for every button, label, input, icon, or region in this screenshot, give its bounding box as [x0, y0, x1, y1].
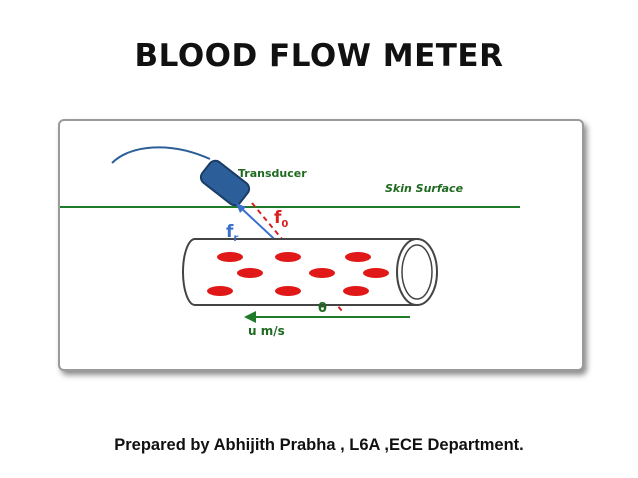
blood-cell [275, 286, 301, 296]
blood-cell [345, 252, 371, 262]
blood-cells [207, 252, 389, 296]
flow-arrowhead [244, 311, 256, 323]
skin-surface-label: Skin Surface [385, 182, 464, 195]
blood-cell [237, 268, 263, 278]
blood-cell [343, 286, 369, 296]
blood-cell [363, 268, 389, 278]
doppler-diagram: Transducer Skin Surface f0 fr θ u m/s [60, 146, 520, 338]
fr-label: fr [226, 222, 238, 244]
blood-cell [275, 252, 301, 262]
slide-footer: Prepared by Abhijith Prabha , L6A ,ECE D… [114, 436, 524, 454]
f0-label: f0 [274, 208, 288, 230]
reflected-beam-arrowhead [236, 203, 246, 213]
blood-cell [207, 286, 233, 296]
velocity-label: u m/s [248, 324, 285, 338]
doppler-diagram-frame: Transducer Skin Surface f0 fr θ u m/s [58, 119, 584, 371]
transducer-cable [111, 146, 211, 164]
blood-cell [309, 268, 335, 278]
blood-cell [217, 252, 243, 262]
transducer-probe [199, 159, 251, 207]
transducer-label: Transducer [238, 167, 307, 180]
theta-label: θ [318, 301, 327, 316]
slide-title: BLOOD FLOW METER [134, 38, 504, 74]
